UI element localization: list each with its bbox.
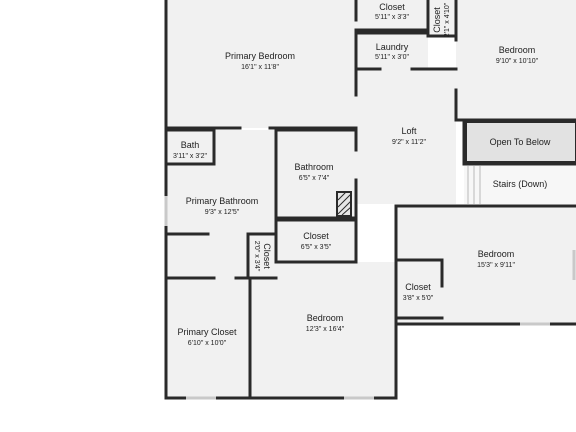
svg-text:Stairs (Down): Stairs (Down) xyxy=(493,179,548,189)
svg-text:Bedroom: Bedroom xyxy=(499,45,536,55)
svg-text:Open To Below: Open To Below xyxy=(490,137,551,147)
room-bedroom-bottom: Bedroom 12'3" x 16'4" xyxy=(306,313,345,333)
vent-icon xyxy=(336,191,352,217)
svg-text:3'11" x 3'2": 3'11" x 3'2" xyxy=(173,153,207,160)
room-bedroom-right: Bedroom 15'3" x 9'11" xyxy=(477,249,515,269)
svg-text:16'1" x 11'8": 16'1" x 11'8" xyxy=(241,64,279,71)
room-bath: Bath 3'11" x 3'2" xyxy=(173,140,207,160)
svg-text:Closet: Closet xyxy=(303,231,329,241)
room-closet-top: Closet 5'11" x 3'3" xyxy=(375,2,409,21)
svg-text:12'3" x 16'4": 12'3" x 16'4" xyxy=(306,326,345,333)
room-open-to-below: Open To Below xyxy=(490,137,551,147)
room-primary-bathroom: Primary Bathroom 9'3" x 12'5" xyxy=(186,196,259,216)
svg-text:Bathroom: Bathroom xyxy=(294,162,333,172)
svg-text:6'10" x 10'0": 6'10" x 10'0" xyxy=(188,340,227,347)
windows xyxy=(164,196,576,400)
svg-text:9'2" x 11'2": 9'2" x 11'2" xyxy=(392,139,426,146)
room-closet-vertical-mid: Closet 2'0" x 3'4" xyxy=(253,241,272,272)
room-closet-mid: Closet 6'5" x 3'5" xyxy=(301,231,332,251)
svg-text:Primary Closet: Primary Closet xyxy=(177,327,237,337)
room-laundry: Laundry 5'11" x 3'0" xyxy=(375,42,409,61)
svg-text:5'11" x 3'3": 5'11" x 3'3" xyxy=(375,14,409,21)
svg-text:Primary Bedroom: Primary Bedroom xyxy=(225,51,295,61)
svg-text:3'8" x 5'0": 3'8" x 5'0" xyxy=(403,295,434,302)
svg-text:Closet: Closet xyxy=(262,243,272,269)
svg-text:2'0" x 3'4": 2'0" x 3'4" xyxy=(253,241,260,272)
svg-text:Primary Bathroom: Primary Bathroom xyxy=(186,196,259,206)
svg-text:6'5" x 3'5": 6'5" x 3'5" xyxy=(301,244,332,251)
room-stairs: Stairs (Down) xyxy=(493,179,548,189)
svg-text:15'3" x 9'11": 15'3" x 9'11" xyxy=(477,262,515,269)
svg-text:6'5" x 7'4": 6'5" x 7'4" xyxy=(299,175,330,182)
svg-text:9'3" x 12'5": 9'3" x 12'5" xyxy=(205,209,240,216)
svg-text:5'11" x 3'0": 5'11" x 3'0" xyxy=(375,54,409,61)
svg-text:Bedroom: Bedroom xyxy=(307,313,344,323)
room-bedroom-top-right: Bedroom 9'10" x 10'10" xyxy=(496,45,539,65)
svg-text:Bedroom: Bedroom xyxy=(478,249,515,259)
room-primary-bedroom: Primary Bedroom 16'1" x 11'8" xyxy=(225,51,295,71)
room-closet-right: Closet 3'8" x 5'0" xyxy=(403,282,434,302)
floor-areas xyxy=(166,0,576,398)
open-to-below-area xyxy=(465,121,576,163)
svg-text:Laundry: Laundry xyxy=(376,42,409,52)
svg-text:Closet: Closet xyxy=(379,2,405,12)
svg-text:2'1" x 4'10": 2'1" x 4'10" xyxy=(444,2,451,37)
svg-text:Loft: Loft xyxy=(401,126,417,136)
svg-text:Closet: Closet xyxy=(405,282,431,292)
room-primary-closet: Primary Closet 6'10" x 10'0" xyxy=(177,327,237,347)
svg-text:9'10" x 10'10": 9'10" x 10'10" xyxy=(496,58,539,65)
svg-text:Closet: Closet xyxy=(432,7,442,33)
room-closet-vertical-top: Closet 2'1" x 4'10" xyxy=(432,2,451,37)
svg-text:Bath: Bath xyxy=(181,140,200,150)
room-loft: Loft 9'2" x 11'2" xyxy=(392,126,426,146)
room-bathroom: Bathroom 6'5" x 7'4" xyxy=(294,162,333,182)
stairs-area xyxy=(464,166,576,204)
